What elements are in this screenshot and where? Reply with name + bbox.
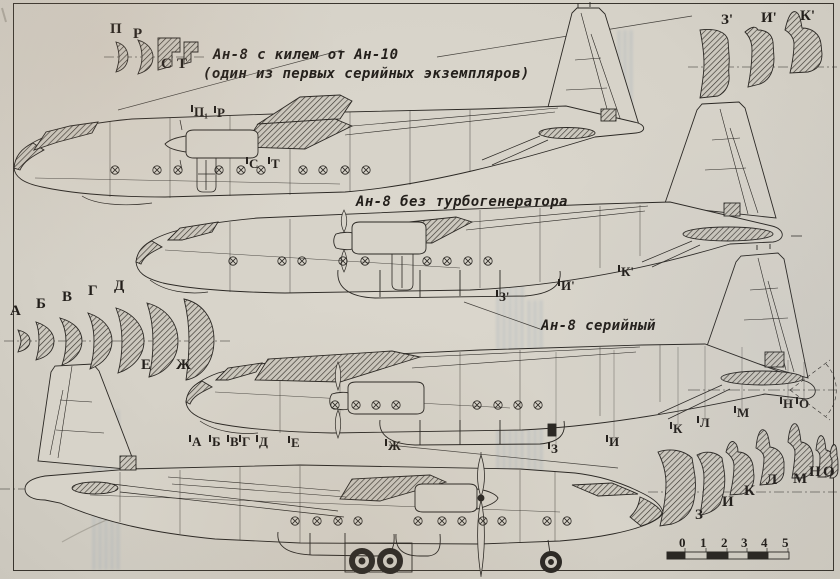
cross-sections-tail-prime <box>688 11 837 99</box>
scale-tick-4: 4 <box>761 535 768 550</box>
section-label-nose-B: Б <box>36 296 46 312</box>
scale-tick-1: 1 <box>700 535 707 550</box>
section-label-tail-O: О <box>823 464 835 480</box>
station-mark-ac1-P1: П₁ <box>191 105 208 118</box>
station-mark-ac2-K: К' <box>618 265 634 278</box>
section-label-tail-prime-K: К' <box>800 8 816 24</box>
section-label-tail-L: Л <box>766 472 778 488</box>
station-mark-ac3-K: К <box>670 422 682 435</box>
station-mark-ac3-Zh: Ж <box>385 439 401 452</box>
station-mark-ac3-G: Г <box>239 435 250 448</box>
station-mark-ac2-I: И' <box>558 279 575 292</box>
caption-variant1-line1: Ан-8 с килем от Ан-10 <box>213 47 399 63</box>
section-label-nose-A: А <box>10 303 21 319</box>
station-mark-ac3-Z: З <box>548 442 558 455</box>
section-label-tail-I: И <box>722 494 734 510</box>
plate-border-frame <box>13 3 834 571</box>
caption-variant3: Ан-8 серийный <box>541 318 656 334</box>
scale-bar <box>666 548 790 560</box>
section-label-tail-N: Н <box>809 464 821 480</box>
leader-lines <box>117 15 693 469</box>
section-label-tail-prime-I: И' <box>761 10 777 26</box>
scale-tick-2: 2 <box>721 535 728 550</box>
section-label-nose-V: В <box>62 289 73 305</box>
station-mark-ac2-Z: З' <box>496 290 509 303</box>
section-label-tail-prime-Z: З' <box>721 12 734 28</box>
station-mark-ac1-T: Т <box>268 157 280 170</box>
station-mark-ac3-L: Л <box>697 416 710 429</box>
station-mark-ac3-I: И <box>606 435 619 448</box>
scale-tick-3: 3 <box>741 535 748 550</box>
scale-tick-5: 5 <box>782 535 789 550</box>
cross-sections-tail-main <box>648 423 839 527</box>
section-label-nose-E: Е <box>141 357 152 373</box>
aircraft-1-an8-an10-fin <box>13 2 645 206</box>
section-label-tail-K: К <box>744 483 755 499</box>
caption-variant2: Ан-8 без турбогенератора <box>356 194 568 210</box>
section-label-tail-Z: З <box>695 507 703 523</box>
section-label-tail-M: М <box>793 471 808 487</box>
section-label-nose-top-T: Т <box>177 56 188 72</box>
cross-sections-nose-top <box>104 37 204 75</box>
section-label-nose-Zh: Ж <box>176 357 191 373</box>
aircraft-4-an8-full-view <box>0 363 664 577</box>
station-mark-ac3-E: Е <box>288 436 300 449</box>
station-mark-ac1-S: С <box>246 157 258 170</box>
station-mark-ac1-R: Р <box>214 106 225 119</box>
section-label-nose-top-R: Р <box>133 26 143 42</box>
station-mark-ac3-M: М <box>734 406 749 419</box>
cross-sections-nose-main <box>4 298 230 381</box>
station-mark-ac3-B: Б <box>209 435 221 448</box>
scale-tick-0: 0 <box>679 535 686 550</box>
station-mark-ac3-N: Н <box>780 397 793 410</box>
section-label-nose-top-S: С <box>161 56 172 72</box>
station-mark-ac3-O: О <box>796 397 809 410</box>
station-mark-ac3-V: В <box>227 435 239 448</box>
aircraft-3-an8-serial <box>185 244 837 446</box>
station-mark-ac3-D: Д <box>256 435 268 448</box>
station-mark-ac3-A: А <box>189 435 201 448</box>
caption-variant1-line2: (один из первых серийных экземпляров) <box>203 66 530 82</box>
section-label-nose-G: Г <box>88 283 98 299</box>
section-label-nose-top-P: П <box>110 21 122 37</box>
section-label-nose-D: Д <box>114 278 125 294</box>
